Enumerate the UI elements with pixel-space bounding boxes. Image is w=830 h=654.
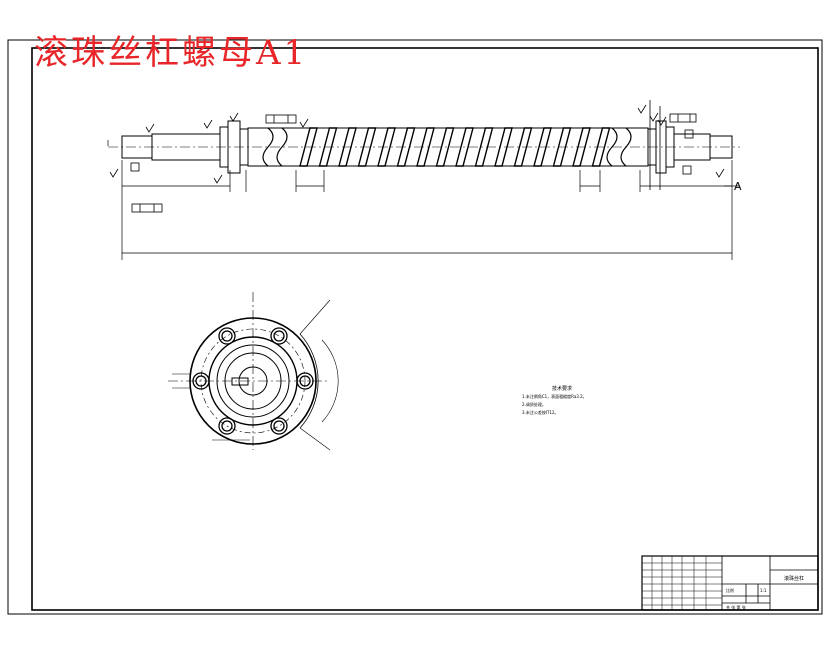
bolt-holes	[192, 327, 314, 435]
thread-flight	[552, 127, 572, 167]
thread-flight	[494, 127, 513, 167]
notes-heading: 技术要求	[552, 385, 572, 392]
inner-frame	[31, 47, 819, 611]
bolt-hole	[218, 417, 236, 435]
break-lines	[262, 127, 632, 167]
section-marker: A	[734, 180, 742, 193]
bolt-hole	[221, 420, 233, 432]
scale-value: 1:1	[760, 588, 767, 593]
thread-flight	[377, 127, 396, 167]
note-line: 1.未注倒角C1，表面粗糙度Ra3.2。	[522, 393, 587, 399]
title-block	[641, 555, 819, 611]
thread-flight	[572, 127, 591, 167]
title-block-grid	[642, 556, 722, 610]
thread-flight	[396, 127, 416, 167]
bolt-hole	[192, 372, 210, 390]
roughness-symbols	[109, 100, 725, 190]
ball-screw-shaft-view	[108, 120, 740, 174]
dimension-lines	[107, 140, 740, 260]
thread-flight	[435, 127, 455, 167]
flange-end-view	[168, 292, 339, 451]
bolt-hole	[195, 375, 207, 387]
thread-flight	[416, 127, 435, 167]
bolt-hole	[273, 420, 285, 432]
thread-flights	[299, 127, 611, 167]
note-line: 2.调质处理。	[522, 401, 546, 407]
scale-label: 比例	[726, 587, 734, 593]
drawing-title: 滚珠丝杠螺母A1	[34, 33, 309, 73]
bolt-hole	[299, 375, 311, 387]
thread-flight	[591, 127, 611, 167]
thread-flight	[299, 127, 318, 167]
tolerance-frames	[130, 113, 697, 213]
thread-flight	[533, 127, 552, 167]
bolt-hole	[218, 327, 236, 345]
bolt-hole	[273, 330, 285, 342]
bolt-hole	[221, 330, 233, 342]
bolt-hole	[296, 372, 314, 390]
note-line: 3.未注公差按IT12。	[522, 409, 559, 415]
part-name: 滚珠丝杠	[784, 575, 804, 582]
technical-notes: 技术要求 1.未注倒角C1，表面粗糙度Ra3.2。 2.调质处理。 3.未注公差…	[522, 385, 587, 415]
bolt-hole	[270, 327, 288, 345]
outer-border	[7, 39, 823, 615]
thread-flight	[474, 127, 494, 167]
thread-flight	[338, 127, 357, 167]
sheet-label: 共 张 第 张	[726, 604, 746, 610]
thread-flight	[357, 127, 377, 167]
thread-flight	[455, 127, 474, 167]
bolt-hole	[270, 417, 288, 435]
thread-flight	[318, 127, 338, 167]
thread-flight	[513, 127, 533, 167]
